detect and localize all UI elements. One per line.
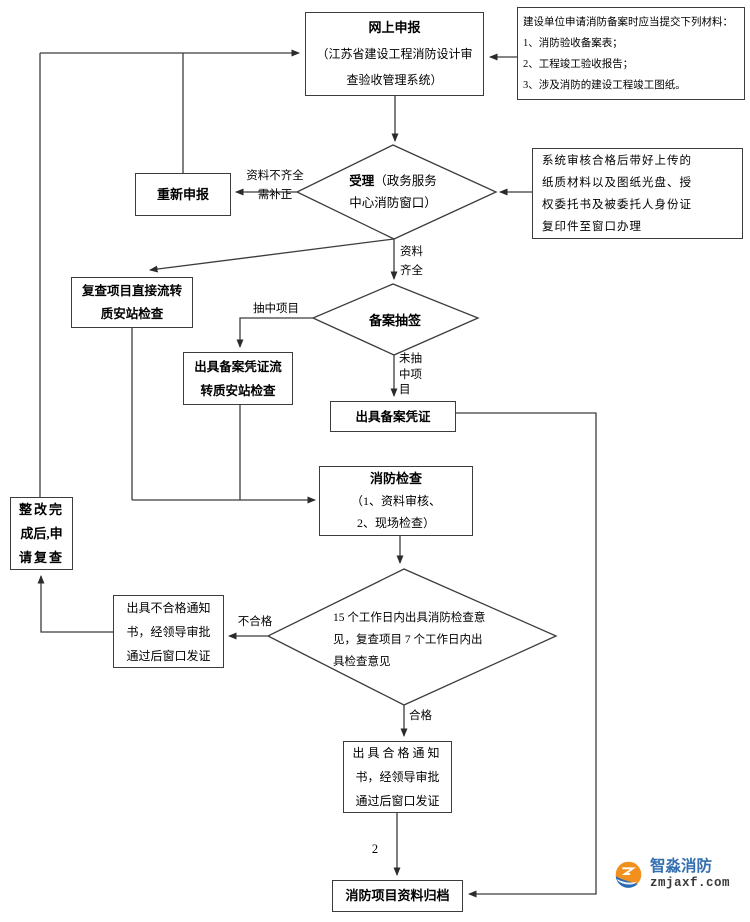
label-drawn: 抽中项目 — [253, 303, 299, 315]
label-page-number: 2 — [371, 842, 379, 856]
recheck-direct-line1: 复查项目直接流转 — [81, 283, 182, 298]
label-incomplete: 资料不齐全 需补正 — [237, 167, 313, 205]
fail-notice-line1: 出具不合格通知 — [126, 600, 211, 615]
wire-lottery-to-voucherflow — [236, 317, 313, 349]
rectify-line3: 请复查 — [18, 549, 64, 565]
label-incomplete-line1: 资料不齐全 — [246, 170, 304, 182]
archive-title: 消防项目资料归档 — [345, 888, 450, 903]
opinion-diamond-label: 15 个工作日内出具消防检查意 见，复查项目 7 个工作日内出 具检查意见 — [333, 607, 568, 673]
node-fail-notice: 出具不合格通知 书，经领导审批 通过后窗口发证 — [113, 595, 224, 668]
online-declare-line2: 查验收管理系统） — [346, 73, 443, 87]
accept-diamond-label: 受理（政务服务 中心消防窗口） — [323, 170, 463, 214]
voucher-flow-line2: 转质安站检查 — [200, 383, 276, 398]
recheck-direct-line2: 质安站检查 — [100, 306, 164, 321]
label-not-drawn-line3: 目 — [399, 384, 411, 396]
label-pass: 合格 — [409, 710, 432, 722]
label-fail: 不合格 — [237, 616, 273, 628]
fire-check-title: 消防检查 — [369, 471, 422, 486]
brand-logo-icon — [615, 861, 642, 888]
node-online-declare: 网上申报 （江苏省建设工程消防设计审 查验收管理系统） — [305, 12, 484, 96]
brand-name: 智淼消防 — [650, 858, 713, 876]
voucher-title: 出具备案凭证 — [355, 409, 431, 424]
pass-notice-line2: 书，经领导审批 — [355, 770, 440, 784]
fail-notice-line3: 通过后窗口发证 — [126, 648, 211, 663]
online-declare-title: 网上申报 — [368, 20, 421, 35]
node-pass-notice: 出具合格通知 书，经领导审批 通过后窗口发证 — [343, 741, 452, 813]
materials-line3: 2、工程竣工验收报告； — [523, 58, 634, 70]
wire-failnotice-to-rectify — [37, 574, 113, 633]
opinion-line2: 见，复查项目 7 个工作日内出 — [333, 634, 483, 646]
materials-line4: 3、涉及消防的建设工程竣工图纸。 — [523, 79, 686, 91]
node-voucher-flow: 出具备案凭证流 转质安站检查 — [183, 352, 293, 405]
label-complete-line1: 资料 — [400, 246, 423, 258]
node-system-note: 系统审核合格后带好上传的 纸质材料以及图纸光盘、授 权委托书及被委托人身份证 复… — [532, 148, 743, 239]
fail-notice-line2: 书，经领导审批 — [126, 624, 211, 639]
accept-line1-rest: （政务服务 — [374, 174, 437, 188]
redeclare-title: 重新申报 — [156, 186, 209, 202]
online-declare-line1: （江苏省建设工程消防设计审 — [316, 47, 473, 61]
system-note-line2: 纸质材料以及图纸光盘、授 — [542, 176, 692, 189]
label-not-drawn-line1: 未抽 — [399, 353, 422, 365]
voucher-flow-line1: 出具备案凭证流 — [194, 359, 282, 374]
node-recheck-direct: 复查项目直接流转 质安站检查 — [71, 277, 193, 328]
wire-accept-to-recheck — [149, 238, 395, 273]
label-complete: 资料 齐全 — [400, 243, 440, 281]
materials-line1: 建设单位申请消防备案时应当提交下列材料： — [523, 16, 733, 28]
label-not-drawn-line2: 中项 — [399, 368, 422, 381]
label-incomplete-line2: 需补正 — [257, 189, 293, 201]
lottery-diamond-label: 备案抽签 — [368, 313, 421, 328]
fire-check-line1: （1、资料审核、 — [350, 494, 441, 508]
node-archive: 消防项目资料归档 — [332, 880, 463, 912]
label-complete-line2: 齐全 — [400, 265, 423, 277]
opinion-line3: 具检查意见 — [333, 656, 391, 668]
opinion-line1: 15 个工作日内出具消防检查意 — [333, 612, 486, 624]
system-note-line1: 系统审核合格后带好上传的 — [542, 154, 692, 167]
fire-check-line2: 2、现场检查） — [356, 516, 435, 530]
node-redeclare: 重新申报 — [135, 173, 231, 216]
materials-line2: 1、消防验收备案表； — [523, 37, 623, 49]
brand-domain: zmjaxf.com — [650, 876, 731, 891]
node-rectify: 整改完 成后,申 请复查 — [10, 497, 73, 570]
accept-line2: 中心消防窗口） — [349, 196, 437, 210]
rectify-line2: 成后,申 — [20, 525, 63, 541]
rectify-line1: 整改完 — [18, 501, 64, 517]
brand-watermark: 智淼消防 zmjaxf.com — [612, 858, 730, 891]
node-voucher: 出具备案凭证 — [330, 401, 456, 432]
connector-lines — [37, 49, 597, 898]
label-not-drawn: 未抽 中项 目 — [399, 352, 433, 399]
wire-voucher-to-archive — [456, 412, 597, 898]
node-fire-check: 消防检查 （1、资料审核、 2、现场检查） — [319, 466, 473, 536]
pass-notice-line1: 出具合格通知 — [352, 746, 443, 760]
node-materials-note: 建设单位申请消防备案时应当提交下列材料： 1、消防验收备案表； 2、工程竣工验收… — [517, 7, 745, 100]
accept-title: 受理 — [349, 174, 375, 188]
system-note-line3: 权委托书及被委托人身份证 — [542, 198, 692, 211]
pass-notice-line3: 通过后窗口发证 — [355, 794, 440, 808]
system-note-line4: 复印件至窗口办理 — [542, 220, 642, 233]
